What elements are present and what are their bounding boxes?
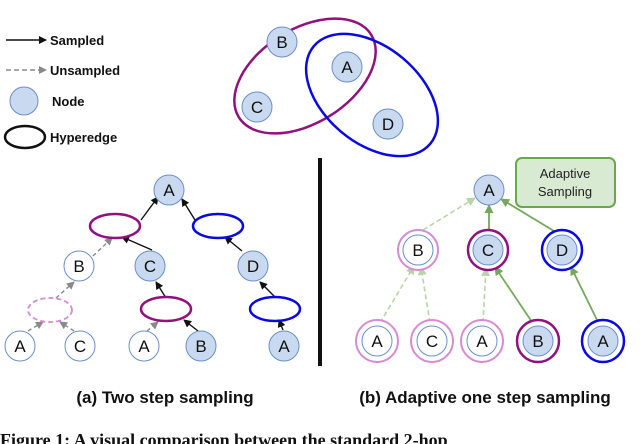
left-hyperedge-blue-1: [191, 212, 245, 240]
right-leaf-b-label: B: [532, 332, 543, 351]
left-root-label: A: [163, 181, 175, 200]
legend-node-label: Node: [52, 94, 85, 109]
right-root-label: A: [483, 181, 495, 200]
top-node-d: [372, 108, 404, 140]
left-leaf-b: [185, 330, 217, 362]
edge: [570, 266, 599, 323]
left-leaf-c: [64, 330, 96, 362]
edge: [59, 321, 75, 332]
left-leaf-b-label: B: [195, 337, 206, 356]
right-leaf-a1: [361, 325, 393, 357]
left-leaf-a1: [4, 330, 36, 362]
legend-sampled-label: Sampled: [50, 33, 104, 48]
top-node-d-label: D: [382, 115, 394, 134]
left-hyperedge-purple-1: [88, 212, 142, 240]
left-leaf-a2-label: A: [138, 337, 150, 356]
left-node-d-label: D: [247, 257, 259, 276]
right-leaf-c: [416, 325, 448, 357]
legend: Sampled Unsampled Node Hyperedge: [3, 33, 120, 150]
right-leaf-a3: [587, 325, 619, 357]
edge: [140, 196, 159, 221]
right-node-b: [402, 234, 434, 266]
left-leaf-c-label: C: [74, 337, 86, 356]
right-leaf-a1-label: A: [371, 332, 383, 351]
right-leaf-c-label: C: [426, 332, 438, 351]
edge: [494, 266, 533, 323]
legend-node-icon: [9, 86, 39, 116]
right-leaf-a2: [466, 325, 498, 357]
left-hyperedge-pink-dashed: [27, 297, 73, 323]
edge: [224, 236, 243, 252]
edge: [181, 198, 196, 221]
left-node-b-label: B: [73, 257, 84, 276]
adaptive-sampling-box: [515, 157, 616, 208]
edge: [379, 265, 415, 324]
right-leaf-a3-label: A: [597, 332, 609, 351]
left-leaf-a2: [128, 330, 160, 362]
left-hyperedge-purple-2: [139, 295, 193, 323]
top-node-a: [331, 51, 363, 83]
legend-hyperedge-icon: [3, 124, 47, 150]
hyperedge-blue: [304, 32, 440, 158]
edge: [500, 198, 555, 232]
legend-unsampled-label: Unsampled: [50, 63, 120, 78]
edge: [481, 267, 491, 324]
legend-hyperedge-label: Hyperedge: [50, 130, 117, 145]
edge: [27, 321, 44, 332]
left-tree: A B C D A C A B A: [4, 174, 302, 362]
edge: [55, 281, 75, 299]
edge: [183, 319, 199, 332]
edge: [259, 281, 276, 298]
edge: [422, 197, 476, 231]
right-root-node: [473, 174, 505, 206]
left-leaf-a1-label: A: [14, 337, 26, 356]
adaptive-sampling-label-line2: Sampling: [538, 184, 592, 199]
left-node-d: [237, 250, 269, 282]
figure-caption: Figure 1: A visual comparison between th…: [0, 430, 448, 444]
top-node-c: [241, 91, 273, 123]
left-hyperedge-blue-2: [248, 295, 302, 323]
edge: [121, 236, 153, 251]
right-tree: Adaptive Sampling A B C D A C A: [355, 157, 626, 364]
top-hypergraph: B A C D: [233, 17, 440, 158]
left-leaf-a3: [268, 330, 300, 362]
top-node-b-label: B: [276, 33, 287, 52]
top-node-c-label: C: [251, 98, 263, 117]
right-node-b-label: B: [412, 241, 423, 260]
edge: [92, 237, 113, 257]
edge: [417, 266, 431, 324]
left-node-b: [63, 250, 95, 282]
left-leaf-a3-label: A: [278, 337, 290, 356]
left-node-c: [134, 250, 166, 282]
top-node-b: [266, 26, 298, 58]
caption-b: (b) Adaptive one step sampling: [359, 388, 611, 407]
adaptive-sampling-label-line1: Adaptive: [540, 166, 591, 181]
edge: [155, 281, 167, 299]
top-node-a-label: A: [341, 58, 353, 77]
right-leaf-a2-label: A: [476, 332, 488, 351]
right-node-c-label: C: [482, 241, 494, 260]
right-leaf-b: [522, 325, 554, 357]
hyperedge-purple: [233, 17, 377, 135]
right-node-d-label: D: [556, 241, 568, 260]
right-node-d: [546, 234, 578, 266]
caption-a: (a) Two step sampling: [76, 388, 253, 407]
edge: [146, 321, 159, 332]
left-node-c-label: C: [144, 257, 156, 276]
left-root-node: [153, 174, 185, 206]
right-node-c: [472, 234, 504, 266]
